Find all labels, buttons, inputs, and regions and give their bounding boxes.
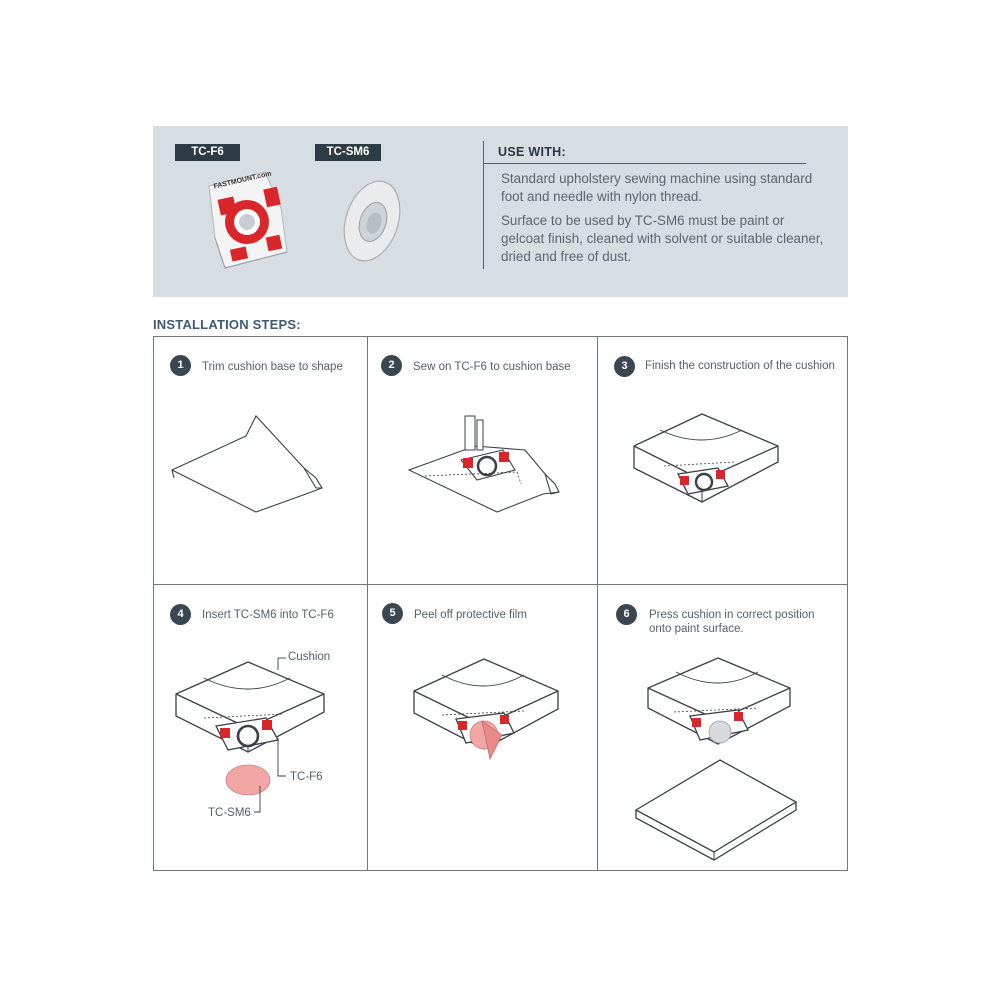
product-tag-tc-f6: TC-F6 xyxy=(175,144,240,161)
label-cushion: Cushion xyxy=(288,651,331,663)
grid-divider xyxy=(597,336,598,871)
grid-divider xyxy=(367,336,368,871)
use-with-paragraph-2: Surface to be used by TC-SM6 must be pai… xyxy=(501,213,824,264)
step-1-illustration xyxy=(170,415,323,513)
step-text: Peel off protective film xyxy=(414,609,527,621)
step-text: Press cushion in correct position onto p… xyxy=(649,609,815,635)
label-tc-sm6: TC-SM6 xyxy=(208,807,251,819)
step-number: 4 xyxy=(170,604,191,625)
step-4-illustration xyxy=(175,657,325,813)
steps-grid xyxy=(153,336,848,871)
step-number: 3 xyxy=(614,356,635,377)
tc-f6-product-image xyxy=(208,171,288,269)
use-with-vertical-rule xyxy=(483,141,484,269)
step-number: 6 xyxy=(616,604,637,625)
step-number: 5 xyxy=(382,603,403,624)
step-text: Sew on TC-F6 to cushion base xyxy=(413,361,571,373)
label-tc-f6: TC-F6 xyxy=(290,771,323,783)
step-3-illustration xyxy=(633,413,779,503)
tc-sm6-product-image xyxy=(343,180,401,262)
step-text: Trim cushion base to shape xyxy=(202,361,343,373)
use-with-paragraph-1: Standard upholstery sewing machine using… xyxy=(501,171,813,204)
use-with-title: USE WITH: xyxy=(498,145,566,159)
step-number: 2 xyxy=(381,355,402,376)
installation-steps-title: INSTALLATION STEPS: xyxy=(153,317,301,332)
product-tag-tc-sm6: TC-SM6 xyxy=(315,144,381,161)
use-with-divider xyxy=(483,163,806,164)
step-5-illustration xyxy=(413,658,559,761)
step-2-illustration xyxy=(407,415,560,513)
step-6-illustration xyxy=(634,657,798,861)
step-text: Insert TC-SM6 into TC-F6 xyxy=(202,609,334,621)
step-number: 1 xyxy=(170,355,191,376)
grid-divider xyxy=(153,584,848,585)
step-text: Finish the construction of the cushion xyxy=(645,360,835,372)
